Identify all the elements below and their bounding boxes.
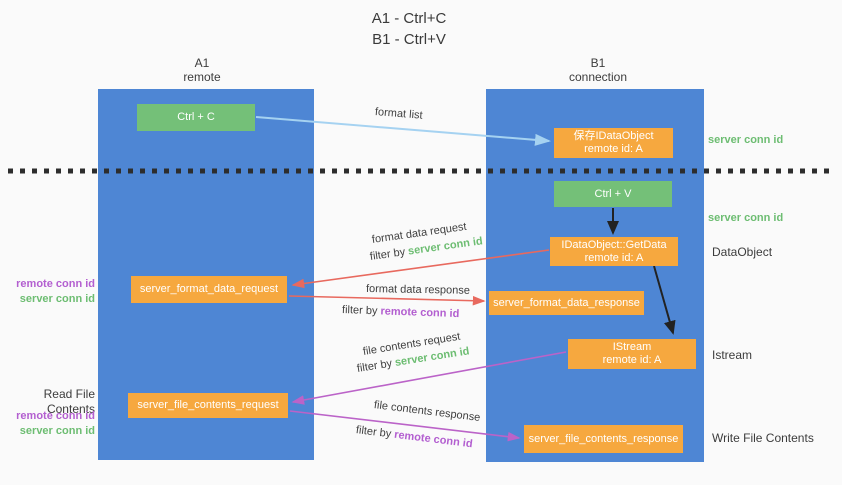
column-header-a1: A1 remote [142,56,262,84]
file-contents-response-filter-label: filter by remote conn id [355,424,473,450]
format-data-response-arrow [288,295,486,306]
remote-conn-id-note-1: remote conn id [16,278,95,290]
format-list-label: format list [374,106,424,122]
getdata-line2: remote id: A [584,251,644,264]
getdata-box: IDataObject::GetData remote id: A [550,237,678,266]
ctrl-v-label: Ctrl + V [594,187,632,200]
istream-box: IStream remote id: A [568,339,696,369]
save-dataobject-line1: 保存IDataObject [573,130,654,142]
remote-conn-id-term: remote conn id [393,428,474,451]
istream-line2: remote id: A [602,354,662,366]
filter-by-prefix: filter by [341,304,381,318]
column-a1-role: remote [183,70,221,84]
save-dataobject-line2: remote id: A [584,143,643,155]
server-file-contents-response-box: server_file_contents_response [524,425,683,453]
server-conn-id-note-3: server conn id [19,293,95,305]
left-conn-id-block-2: remote conn id server conn id [6,409,95,439]
getdata-line1: IDataObject::GetData [561,238,667,251]
remote-conn-id-term: remote conn id [380,305,460,321]
column-a1-name: A1 [194,56,210,70]
istream-note: Istream [712,348,753,362]
column-b1-role: connection [568,70,628,84]
save-dataobject-box: 保存IDataObject remote id: A [554,128,673,158]
server-format-data-response-box: server_format_data_response [489,291,644,315]
istream-line1: IStream [612,341,652,353]
server-file-contents-request-box: server_file_contents_request [128,393,288,418]
left-conn-id-block-1: remote conn id server conn id [6,277,95,307]
dataobject-note: DataObject [712,245,773,259]
server-file-contents-request-label: server_file_contents_request [137,399,279,411]
title-line-2: B1 - Ctrl+V [372,31,446,48]
column-b1-name: B1 [590,56,606,70]
ctrl-v-box: Ctrl + V [554,181,672,207]
server-file-contents-response-label: server_file_contents_response [528,432,679,445]
format-data-response-label: format data response [365,283,471,297]
server-conn-id-note-1: server conn id [708,134,784,146]
ctrl-c-label: Ctrl + C [177,111,215,123]
server-conn-id-note-4: server conn id [19,425,95,437]
remote-conn-id-note-2: remote conn id [16,410,95,422]
server-format-data-request-box: server_format_data_request [131,276,287,303]
filter-by-prefix: filter by [369,245,409,263]
filter-by-prefix: filter by [355,424,395,441]
write-file-contents-note: Write File Contents [712,431,814,445]
server-format-data-response-label: server_format_data_response [493,296,640,309]
title-line-1: A1 - Ctrl+C [371,10,447,27]
server-conn-id-note-2: server conn id [708,212,784,224]
column-header-b1: B1 connection [538,56,658,84]
diagram-title: A1 - Ctrl+C B1 - Ctrl+V [309,8,509,50]
file-contents-response-label: file contents response [373,399,481,424]
read-file-contents-note: Read File Contents [43,387,95,416]
filter-by-prefix: filter by [356,357,396,375]
format-data-response-filter-label: filter by remote conn id [342,304,460,320]
server-format-data-request-label: server_format_data_request [139,283,279,295]
ctrl-c-box: Ctrl + C [137,104,255,131]
